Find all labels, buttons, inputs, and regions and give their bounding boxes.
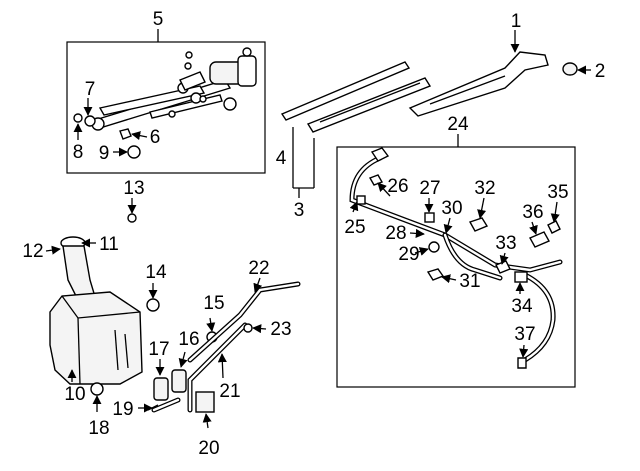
- callout-25: 25: [344, 217, 365, 238]
- callout-1: 1: [511, 11, 522, 32]
- wiper-blades: [280, 61, 432, 133]
- hose-box: [336, 146, 576, 388]
- pump-connector-20: [195, 391, 215, 413]
- washer-pumps: [147, 331, 218, 411]
- callout-28: 28: [385, 223, 406, 244]
- washer-hoses-front: [151, 281, 301, 413]
- wiper-arm: [408, 51, 549, 117]
- clip-32: [468, 217, 489, 232]
- grommet-14: [146, 298, 160, 312]
- callout-32: 32: [474, 178, 495, 199]
- callout-15: 15: [203, 293, 224, 314]
- wiper-motor: [168, 47, 257, 118]
- leader-lines: [45, 30, 591, 429]
- callout-9: 9: [99, 143, 110, 164]
- callout-22: 22: [248, 258, 269, 279]
- callout-16: 16: [178, 329, 199, 350]
- joint-25: [356, 195, 366, 205]
- callout-3: 3: [294, 200, 305, 221]
- washer-reservoir: [49, 213, 160, 396]
- callout-23: 23: [270, 319, 291, 340]
- grommet-18: [90, 382, 104, 396]
- callout-20: 20: [198, 438, 219, 459]
- callout-numbers: 1 2 3 4 5 6 7 8 9 10 11 12 13 14 15 16 1…: [22, 9, 605, 459]
- callout-27: 27: [419, 178, 440, 199]
- wiper-linkage-group: [66, 29, 266, 174]
- callout-37: 37: [514, 324, 535, 345]
- callout-11: 11: [99, 234, 119, 255]
- callout-18: 18: [88, 418, 109, 439]
- clip-23: [243, 323, 253, 333]
- callout-12: 12: [22, 241, 43, 262]
- wiper-linkage: [91, 71, 232, 131]
- grommet-13: [127, 213, 137, 223]
- connector-34: [514, 271, 528, 283]
- joint-27: [424, 212, 435, 223]
- callout-35: 35: [547, 182, 568, 203]
- bolt-6: [119, 128, 132, 140]
- callout-6: 6: [150, 127, 161, 148]
- callout-8: 8: [73, 142, 84, 163]
- callout-19: 19: [112, 399, 133, 420]
- nut-7: [84, 115, 96, 127]
- callout-13: 13: [123, 178, 144, 199]
- callout-26: 26: [387, 176, 408, 197]
- callout-17: 17: [148, 339, 169, 360]
- nozzle-36: [529, 231, 550, 248]
- callout-10: 10: [64, 384, 85, 405]
- callout-34: 34: [511, 296, 533, 317]
- clip-top: [370, 147, 390, 162]
- linkage-box: [66, 41, 266, 174]
- callout-2: 2: [595, 61, 606, 82]
- washer-8: [73, 113, 83, 123]
- callout-29: 29: [398, 244, 419, 265]
- callout-14: 14: [145, 262, 167, 283]
- connector-37: [517, 357, 527, 369]
- washer-hose-group: [336, 134, 576, 388]
- clip-26: [368, 174, 384, 186]
- callout-31: 31: [459, 271, 480, 292]
- joint-29: [428, 241, 440, 253]
- callout-4: 4: [276, 148, 287, 169]
- pivot-cap: [562, 62, 578, 76]
- callout-36: 36: [522, 202, 543, 223]
- clip-31: [426, 268, 445, 281]
- callout-5: 5: [153, 9, 164, 30]
- nozzle-35: [547, 220, 561, 234]
- callout-30: 30: [441, 198, 462, 219]
- cap-9: [127, 145, 141, 159]
- callout-24: 24: [447, 114, 469, 135]
- callout-21: 21: [219, 381, 240, 402]
- callout-7: 7: [85, 79, 96, 100]
- callout-33: 33: [495, 233, 516, 254]
